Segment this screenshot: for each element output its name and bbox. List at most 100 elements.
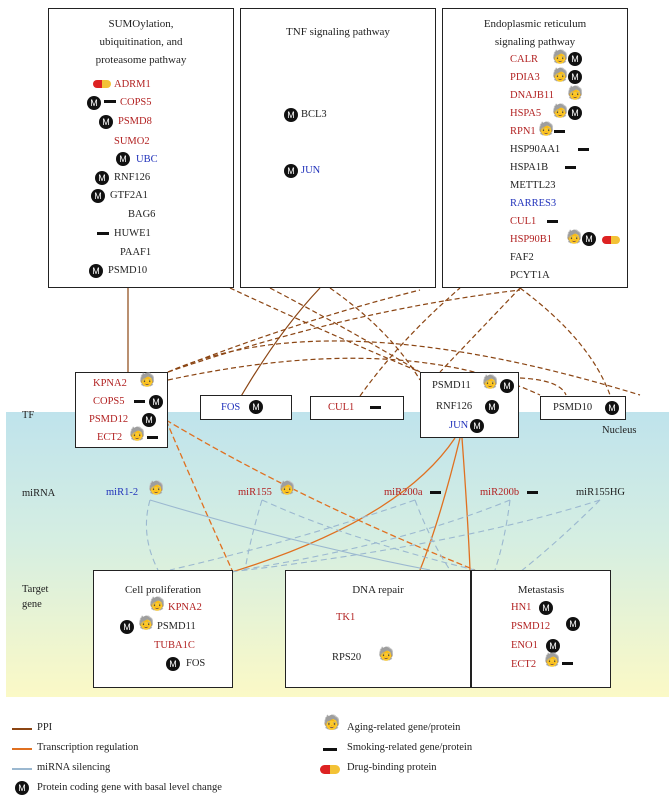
target-meta-title: Metastasis	[517, 584, 565, 596]
mirna-mir200a: miR200a	[384, 487, 423, 498]
m-icon: M	[95, 171, 109, 185]
tf-label: TF	[22, 410, 35, 421]
gene-paaf1: PAAF1	[120, 247, 152, 258]
m-icon: M	[120, 620, 134, 634]
gene-hsp90aa1: HSP90AA1	[510, 144, 561, 155]
target-label-1: Target	[22, 584, 49, 595]
gene-adrm1: ADRM1	[114, 79, 151, 90]
drug-icon	[320, 765, 340, 774]
m-icon: M	[284, 164, 298, 178]
m-icon: M	[142, 413, 156, 427]
gene-dnajb11: DNAJB11	[510, 90, 554, 101]
cigarette-icon	[97, 232, 109, 235]
legend-mir: miRNA silencing	[37, 762, 111, 773]
cigarette-icon	[370, 406, 381, 409]
drug-icon	[602, 236, 620, 244]
mir-edge	[261, 499, 476, 571]
mir-edge	[229, 499, 601, 573]
sumo-pathway-box: SUMOylation, ubiquitination, and proteas…	[48, 8, 234, 288]
target-psmd12: PSMD12	[511, 621, 551, 632]
cigarette-icon	[104, 100, 116, 103]
mirna-label: miRNA	[22, 488, 56, 499]
aging-icon: 🧓	[566, 229, 583, 244]
tf-kpna2: KPNA2	[93, 378, 127, 389]
aging-icon: 🧓	[482, 374, 499, 389]
target-tk1: TK1	[336, 612, 356, 623]
ppi-edge	[229, 287, 421, 373]
m-icon: M	[485, 400, 499, 414]
ppi-edge	[359, 287, 461, 397]
ppi-edge	[167, 289, 521, 373]
nucleus-label: Nucleus	[602, 425, 637, 436]
sumo-title-1: SUMOylation,	[108, 18, 174, 30]
gene-ubc: UBC	[136, 154, 158, 165]
legend-ppi: PPI	[37, 722, 53, 733]
gene-bcl3: BCL3	[301, 109, 327, 120]
mir-edge	[169, 499, 416, 571]
legend-tr: Transcription regulation	[37, 742, 139, 753]
m-icon: M	[249, 400, 263, 414]
tf-cops5: COPS5	[93, 396, 125, 407]
aging-icon: 🧓	[138, 615, 155, 630]
gene-hspa1b: HSPA1B	[510, 162, 549, 173]
ppi-edge	[167, 340, 641, 396]
aging-icon: 🧓	[378, 646, 395, 661]
er-title-1: Endoplasmic reticulum	[483, 18, 587, 30]
target-hn1: HN1	[511, 602, 532, 613]
cigarette-icon	[147, 436, 158, 439]
mir-edge	[145, 499, 159, 571]
ppi-edge	[439, 287, 521, 373]
ppi-edge	[519, 287, 611, 396]
gene-jun: JUN	[301, 165, 321, 176]
tf-box-1	[75, 372, 168, 448]
mir-edge	[519, 499, 601, 573]
legend-tr-swatch	[12, 748, 32, 750]
cigarette-icon	[562, 662, 573, 665]
mir-edges	[145, 499, 601, 573]
mirna-mir200b: miR200b	[480, 487, 520, 498]
tr-edge	[231, 437, 456, 573]
legend-drug: Drug-binding protein	[347, 762, 437, 773]
tf-box-psmd10	[540, 396, 626, 420]
aging-icon: 🧓	[567, 85, 584, 100]
m-icon: M	[166, 657, 180, 671]
gene-psmd8: PSMD8	[118, 116, 152, 127]
cigarette-icon	[565, 166, 576, 169]
legend-aging: Aging-related gene/protein	[347, 722, 461, 733]
gene-calr: CALR	[510, 54, 539, 65]
target-kpna2: KPNA2	[168, 602, 202, 613]
mirna-mir155hg: miR155HG	[576, 487, 626, 498]
tf-box-cul1	[310, 396, 404, 420]
gene-huwe1: HUWE1	[114, 228, 151, 239]
legend-mir-swatch	[12, 768, 32, 770]
ppi-edge	[329, 287, 421, 381]
mir-edge	[149, 499, 431, 571]
aging-icon: 🧓	[544, 652, 561, 667]
gene-bag6: BAG6	[128, 209, 156, 220]
target-psmd11: PSMD11	[157, 621, 196, 632]
aging-icon: 🧓	[139, 372, 156, 387]
cigarette-icon	[430, 491, 441, 494]
target-dna-title: DNA repair	[352, 584, 404, 596]
tnf-pathway-box: TNF signaling pathway	[240, 8, 436, 288]
tr-edge	[165, 419, 233, 571]
mir-edge	[414, 499, 451, 571]
m-icon: M	[568, 106, 582, 120]
tr-edge	[461, 437, 471, 571]
target-cell-title: Cell proliferation	[124, 584, 202, 596]
ppi-edge	[269, 287, 421, 373]
tf-box-fos	[200, 395, 292, 420]
legend-ppi-swatch	[12, 728, 32, 730]
gene-faf2: FAF2	[510, 252, 534, 263]
legend-m: Protein coding gene with basal level cha…	[37, 782, 222, 793]
m-icon: M	[89, 264, 103, 278]
m-icon: M	[99, 115, 113, 129]
ppi-edge	[519, 377, 567, 396]
ppi-edge	[239, 287, 321, 399]
tf-psmd10: PSMD10	[553, 402, 593, 413]
gene-pcyt1a: PCYT1A	[510, 270, 550, 281]
gene-cops5: COPS5	[120, 97, 152, 108]
tr-edges	[165, 419, 476, 573]
aging-icon: 🧓	[129, 426, 146, 441]
